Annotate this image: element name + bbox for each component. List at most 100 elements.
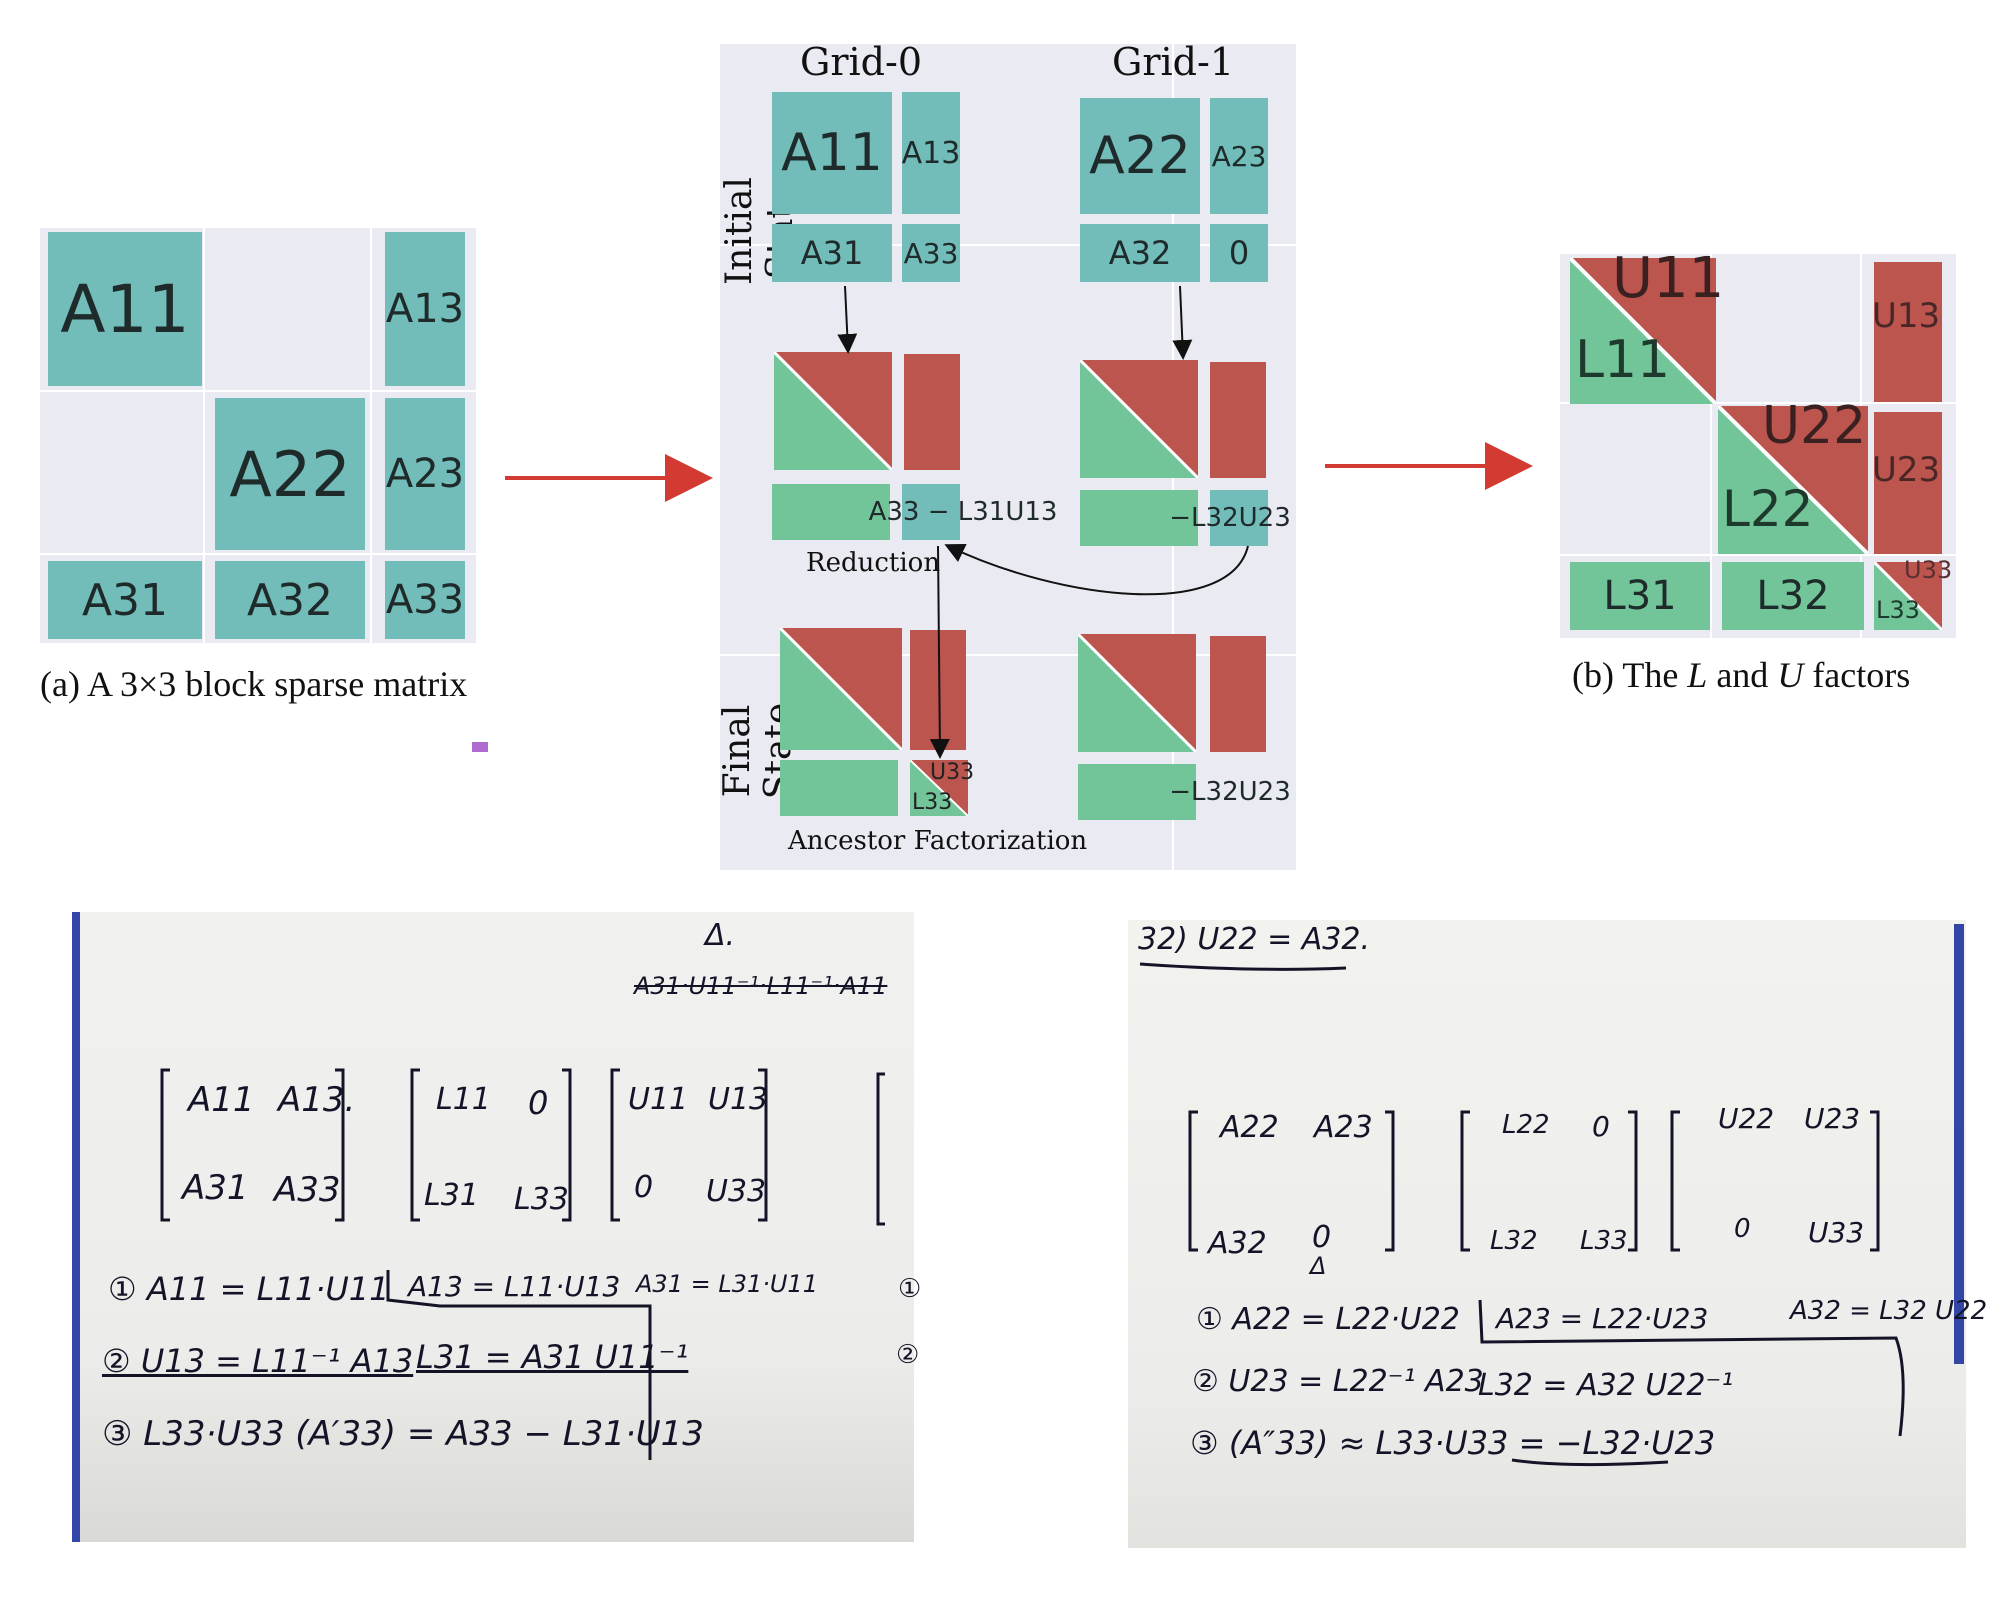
nr-l33: L33 xyxy=(1580,1226,1628,1256)
grid-line xyxy=(203,228,205,643)
g1-label-zero: 0 xyxy=(1228,234,1250,272)
nr-top-underline xyxy=(1139,962,1347,971)
g1-block-a23 xyxy=(1210,98,1268,214)
nl-eq1: ① A11 = L11·U11 xyxy=(108,1270,390,1308)
ancestor-label: Ancestor Factorization xyxy=(788,826,1088,856)
arrow-g0-down xyxy=(837,285,858,354)
g0-final-lu33-block xyxy=(910,760,968,816)
reduction-expr: A33 − L31U13 xyxy=(868,497,1058,527)
g0-mid-lu-block xyxy=(774,352,892,470)
label-a32: A32 xyxy=(246,574,334,626)
g0-block-a11 xyxy=(772,92,892,214)
label-a13: A13 xyxy=(385,286,465,332)
block-a33 xyxy=(385,561,465,639)
g1-label-a32: A32 xyxy=(1108,234,1172,272)
nl-l31: L31 xyxy=(424,1178,479,1213)
reduction-label: Reduction xyxy=(806,548,941,578)
g1-block-zero xyxy=(1210,224,1268,282)
nl-u33: U33 xyxy=(706,1174,767,1209)
b-u23-label: U23 xyxy=(1872,450,1941,490)
b-u22-label: U22 xyxy=(1762,396,1867,456)
b-u13-label: U13 xyxy=(1872,296,1941,336)
g1-block-a22 xyxy=(1080,98,1200,214)
b-u13-block xyxy=(1874,262,1942,402)
grid-line xyxy=(720,654,1296,656)
g1-label-a22: A22 xyxy=(1089,126,1191,186)
b-l31-block xyxy=(1570,562,1710,630)
b-l32-label: L32 xyxy=(1756,573,1830,619)
nr-zero-mark: Δ xyxy=(1310,1252,1327,1280)
g0-block-a33 xyxy=(902,224,960,282)
arrow-g1-to-g0 xyxy=(944,543,1249,596)
caption-b-l: L xyxy=(1687,655,1708,695)
panel-a-matrix: A11 A13 A22 A23 A31 A32 A33 xyxy=(40,228,476,643)
g1-final-lu-block xyxy=(1078,634,1196,752)
g0-label-a33: A33 xyxy=(903,236,959,270)
b-l22-label: L22 xyxy=(1722,480,1814,538)
arrows-overlay xyxy=(505,442,1533,502)
block-a23 xyxy=(385,398,465,550)
b-l32-block xyxy=(1722,562,1864,630)
g0-label-a11: A11 xyxy=(781,123,883,183)
block-a13 xyxy=(385,232,465,386)
caption-b-prefix: (b) The xyxy=(1572,655,1679,695)
nr-u22: U22 xyxy=(1718,1102,1775,1135)
block-a32 xyxy=(215,561,365,639)
grid1-title: Grid-1 xyxy=(1112,40,1235,84)
b-l31-label: L31 xyxy=(1603,573,1677,619)
nl-a11: A11 xyxy=(188,1080,255,1120)
nr-u33: U33 xyxy=(1808,1216,1865,1249)
block-a11 xyxy=(48,232,202,386)
g1-final-u23-block xyxy=(1210,636,1266,752)
nr-a32: A32 xyxy=(1208,1226,1267,1261)
nr-eq3: ③ (A″33) ≈ L33·U33 = −L32·U23 xyxy=(1190,1424,1716,1462)
g1-update-expr: −L32U23 xyxy=(1169,503,1291,533)
grid-line xyxy=(40,390,476,392)
note-left-box xyxy=(386,1270,652,1460)
note-photo-left xyxy=(72,912,914,1542)
nl-l0: 0 xyxy=(528,1084,549,1122)
arrow-g1-down xyxy=(1172,285,1193,360)
nr-u0: 0 xyxy=(1734,1214,1751,1244)
g0-block-a13 xyxy=(902,92,960,214)
g0-mid-u13-block xyxy=(904,354,960,470)
nr-a0: 0 xyxy=(1312,1220,1332,1255)
b-lu11-block xyxy=(1570,258,1716,404)
caption-b-and: and xyxy=(1716,655,1769,695)
label-a22: A22 xyxy=(229,437,351,511)
label-a33: A33 xyxy=(385,577,465,623)
nl-u0: 0 xyxy=(634,1170,654,1205)
grid-line xyxy=(720,244,1296,246)
g0-block-a31 xyxy=(772,224,892,282)
nl-eq2b: L31 = A31 U11⁻¹ xyxy=(416,1338,689,1376)
label-a31: A31 xyxy=(81,574,169,626)
b-u23-block xyxy=(1874,412,1942,554)
binder-edge xyxy=(1954,924,1964,1364)
nl-a13: A13. xyxy=(278,1080,356,1120)
arrow-reduction-down xyxy=(929,545,950,759)
g1-mid-lu-block xyxy=(1080,360,1198,478)
nr-l0: 0 xyxy=(1592,1110,1610,1143)
g1-final-l32-block xyxy=(1078,764,1196,820)
nr-eq2b: L32 = A32 U22⁻¹ xyxy=(1478,1368,1734,1403)
b-u11-label: U11 xyxy=(1612,246,1725,311)
note-left-top-mark: Δ. xyxy=(705,918,736,953)
selection-handle xyxy=(472,742,488,752)
nr-a23: A23 xyxy=(1314,1110,1373,1145)
grid-line xyxy=(1560,402,1956,404)
middle-arrows xyxy=(837,285,1249,759)
label-a23: A23 xyxy=(385,451,465,497)
g1-mid-u23-block xyxy=(1210,362,1266,478)
b-lu33-block xyxy=(1874,562,1942,630)
final-u33-label: U33 xyxy=(930,760,975,785)
grid0-title: Grid-0 xyxy=(800,40,923,84)
g0-mid-a33-block xyxy=(902,484,960,540)
block-a22 xyxy=(215,398,365,550)
nr-eq1b: A23 = L22·U23 xyxy=(1496,1302,1709,1335)
nl-a33: A33 xyxy=(274,1170,341,1210)
g0-mid-l31-block xyxy=(772,484,890,540)
b-l33-label: L33 xyxy=(1876,596,1920,624)
g0-label-a13: A13 xyxy=(901,135,961,171)
caption-b-suffix: factors xyxy=(1812,655,1911,695)
nl-edge2: ② xyxy=(896,1340,920,1370)
